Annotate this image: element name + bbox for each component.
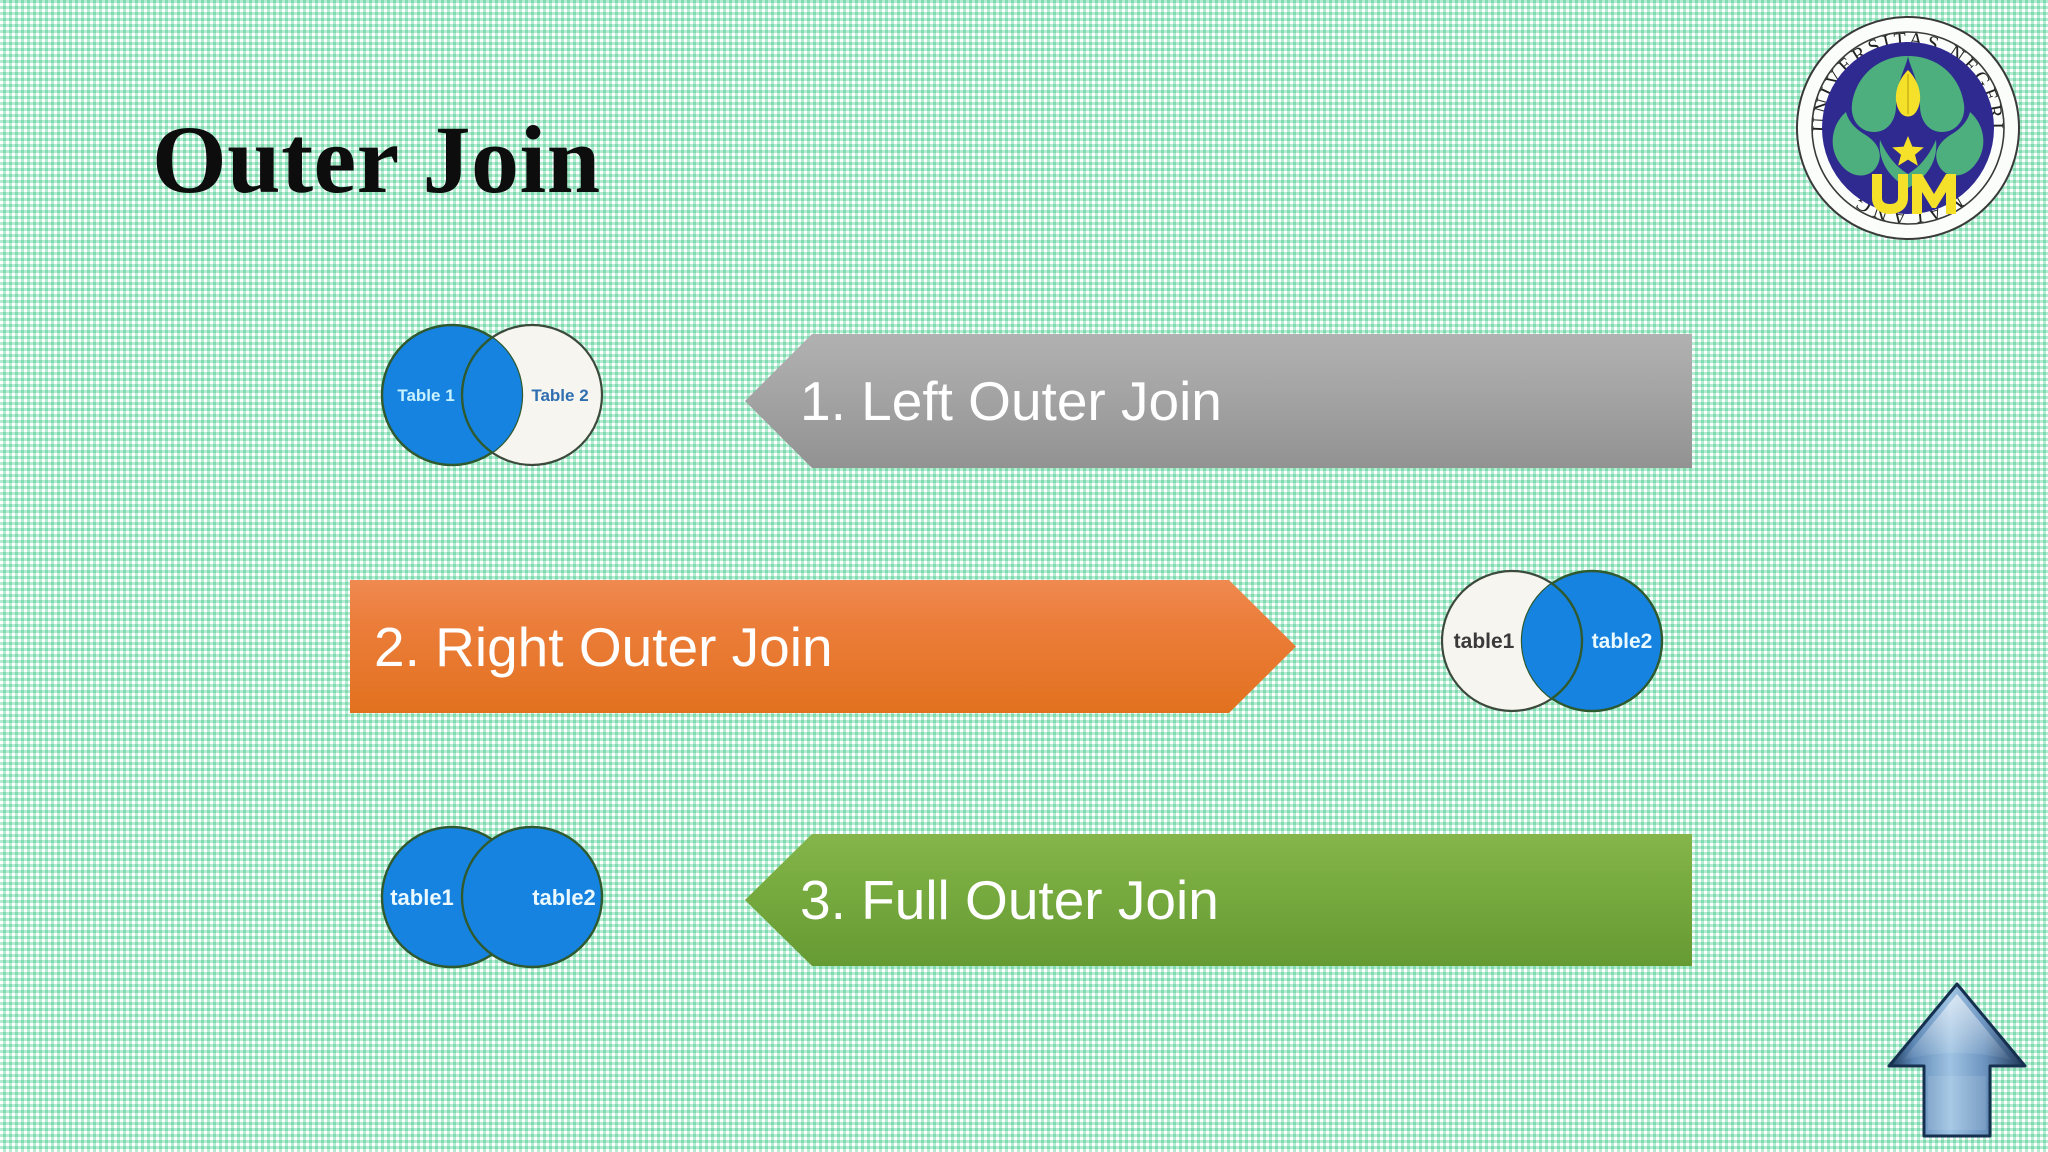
- banner-full-outer-join[interactable]: 3. Full Outer Join: [745, 834, 1692, 966]
- page-title: Outer Join: [152, 106, 601, 213]
- venn3-left-label: table1: [390, 885, 454, 910]
- venn1-left-label: Table 1: [397, 386, 454, 405]
- venn-full-outer-join: table1 table2: [352, 822, 632, 972]
- venn2-right-label: table2: [1592, 630, 1653, 653]
- venn-left-outer-join: Table 1 Table 2: [352, 320, 632, 470]
- banner-left-outer-join[interactable]: 1. Left Outer Join: [745, 334, 1692, 468]
- venn1-right-label: Table 2: [531, 386, 588, 405]
- up-arrow-icon[interactable]: [1884, 980, 2030, 1145]
- banner-full-outer-join-label: 3. Full Outer Join: [800, 869, 1219, 931]
- universitas-negeri-malang-logo: UNIVERSITAS NEGERI MALANG: [1788, 8, 2028, 248]
- banner-left-outer-join-label: 1. Left Outer Join: [800, 370, 1222, 432]
- venn3-right-label: table2: [532, 885, 596, 910]
- banner-right-outer-join-label: 2. Right Outer Join: [374, 615, 833, 678]
- venn2-left-label: table1: [1454, 630, 1515, 653]
- banner-right-outer-join[interactable]: 2. Right Outer Join: [350, 580, 1296, 713]
- venn-right-outer-join: table1 table2: [1412, 566, 1692, 716]
